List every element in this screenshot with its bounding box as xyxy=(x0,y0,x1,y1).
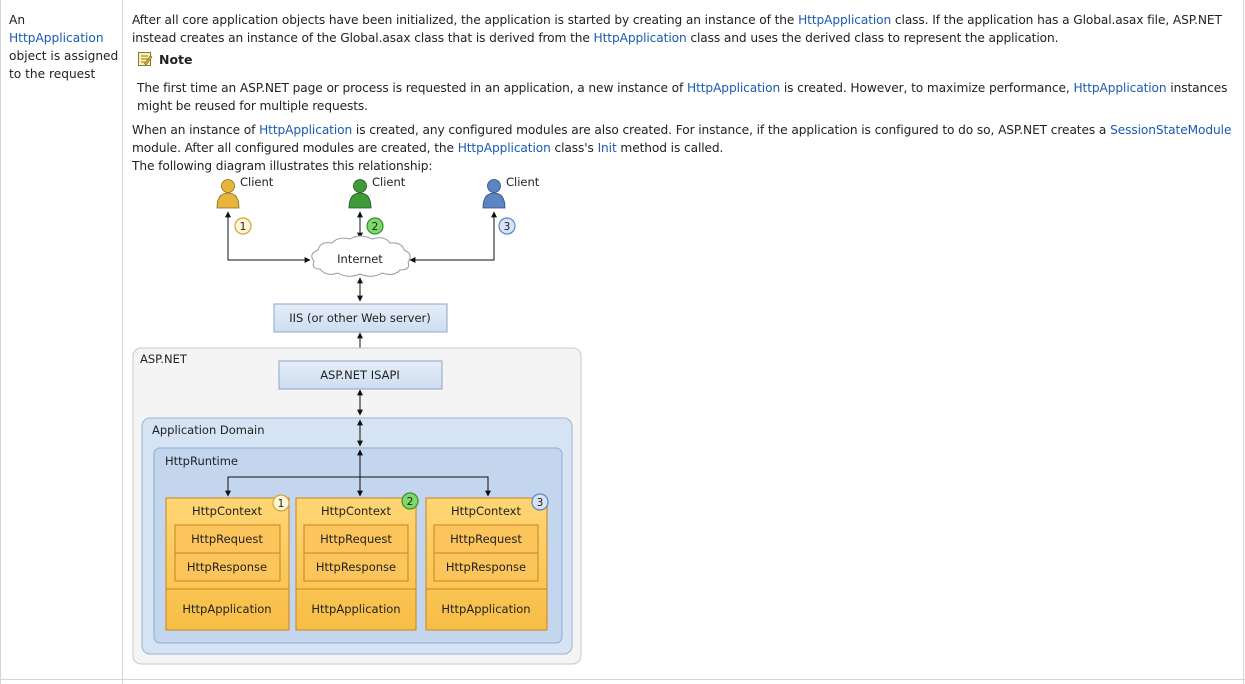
httpapplication-label: HttpApplication xyxy=(441,602,530,616)
paragraph-diagram-intro: The following diagram illustrates this r… xyxy=(132,159,433,173)
row-label-line1: object is assigned xyxy=(9,49,119,63)
row-label-line2: to the request xyxy=(9,67,96,81)
badge-number: 2 xyxy=(407,496,414,508)
httprequest-box xyxy=(174,524,281,554)
client-label: Client xyxy=(372,175,406,189)
request-stack-1: HttpContext HttpRequest HttpResponse Htt… xyxy=(165,494,290,631)
badge-number: 2 xyxy=(372,221,379,233)
table-border-left xyxy=(0,0,1,684)
text: is created, any configured modules are a… xyxy=(352,123,1111,137)
badge-number: 3 xyxy=(537,497,544,509)
row-label-prefix: An xyxy=(9,13,26,27)
httpapplication-label: HttpApplication xyxy=(182,602,271,616)
row-label-cell: An HttpApplication object is assigned to… xyxy=(9,11,121,83)
note-icon xyxy=(138,52,153,66)
httpapplication-link[interactable]: HttpApplication xyxy=(687,81,781,95)
httpapplication-label: HttpApplication xyxy=(311,602,400,616)
httpapplication-link[interactable]: HttpApplication xyxy=(798,13,892,27)
user-icon xyxy=(216,179,240,209)
column-divider xyxy=(122,0,123,684)
client-1: Client xyxy=(216,175,274,209)
iis-box: IIS (or other Web server) xyxy=(273,303,448,333)
sessionstatemodule-link[interactable]: SessionStateModule xyxy=(1110,123,1232,137)
appdomain-label: Application Domain xyxy=(152,423,265,437)
httpresponse-box xyxy=(303,552,409,582)
internet-cloud: Internet xyxy=(311,235,411,277)
badge-1 xyxy=(272,494,290,512)
client-label: Client xyxy=(240,175,274,189)
client-label: Client xyxy=(506,175,540,189)
request-stack-3: HttpContext HttpRequest HttpResponse Htt… xyxy=(425,493,549,631)
iis-label: IIS (or other Web server) xyxy=(289,311,431,325)
httpresponse-label: HttpResponse xyxy=(187,560,267,574)
text: module. After all configured modules are… xyxy=(132,141,458,155)
text: method is called. xyxy=(616,141,724,155)
note-body: The first time an ASP.NET page or proces… xyxy=(137,79,1235,115)
user-icon xyxy=(348,179,372,209)
note-title: Note xyxy=(159,51,193,67)
client-2: Client xyxy=(348,175,406,209)
init-link[interactable]: Init xyxy=(597,141,617,155)
httprequest-label: HttpRequest xyxy=(450,532,522,546)
httpresponse-label: HttpResponse xyxy=(316,560,396,574)
httpresponse-box xyxy=(433,552,539,582)
text: class. If the application has a Global.a… xyxy=(132,13,1222,45)
isapi-label: ASP.NET ISAPI xyxy=(320,368,400,382)
client-3: Client xyxy=(482,175,540,209)
badge-3: 3 xyxy=(498,217,516,235)
httpresponse-label: HttpResponse xyxy=(446,560,526,574)
paragraph-modules: When an instance of HttpApplication is c… xyxy=(132,121,1237,157)
httpapplication-link[interactable]: HttpApplication xyxy=(593,31,687,45)
aspnet-pipeline-diagram: Client Client Client 1 2 3 Internet xyxy=(132,175,582,665)
text: When an instance of xyxy=(132,123,260,137)
internet-label: Internet xyxy=(337,252,383,266)
text: After all core application objects have … xyxy=(132,13,799,27)
badge-2 xyxy=(401,492,419,510)
user-icon xyxy=(482,179,506,209)
httprequest-box xyxy=(303,524,409,554)
connector-runtime-stack3 xyxy=(360,476,491,497)
httpcontext-label: HttpContext xyxy=(451,504,522,518)
connector-runtime-stack1 xyxy=(225,476,360,497)
text: The first time an ASP.NET page or proces… xyxy=(137,81,688,95)
connector-client3-internet xyxy=(409,211,497,263)
httpapplication-link[interactable]: HttpApplication xyxy=(259,123,353,137)
text: instances might be reused for multiple r… xyxy=(137,81,1228,113)
httpresponse-box xyxy=(174,552,281,582)
connector-client1-internet xyxy=(225,211,311,263)
isapi-box: ASP.NET ISAPI xyxy=(278,360,443,390)
httpruntime-label: HttpRuntime xyxy=(165,454,238,468)
text: is created. However, to maximize perform… xyxy=(780,81,1074,95)
table-border-right xyxy=(1243,0,1244,684)
paragraph-startup: After all core application objects have … xyxy=(132,11,1237,47)
httpapplication-link[interactable]: HttpApplication xyxy=(1073,81,1167,95)
request-stack-2: HttpContext HttpRequest HttpResponse Htt… xyxy=(295,492,419,631)
badge-number: 3 xyxy=(504,221,511,233)
row-divider xyxy=(0,679,1245,680)
badge-number: 1 xyxy=(240,221,247,233)
text: class and uses the derived class to repr… xyxy=(686,31,1059,45)
text: class's xyxy=(550,141,598,155)
badge-number: 1 xyxy=(278,498,285,510)
badge-2: 2 xyxy=(366,217,384,235)
note-heading: Note xyxy=(137,51,193,67)
httprequest-box xyxy=(433,524,539,554)
httprequest-label: HttpRequest xyxy=(191,532,263,546)
httprequest-label: HttpRequest xyxy=(320,532,392,546)
httpcontext-label: HttpContext xyxy=(321,504,392,518)
httpcontext-label: HttpContext xyxy=(192,504,263,518)
httpapplication-link[interactable]: HttpApplication xyxy=(457,141,551,155)
httpapplication-link[interactable]: HttpApplication xyxy=(9,31,104,45)
badge-3 xyxy=(531,493,549,511)
aspnet-label: ASP.NET xyxy=(140,352,188,366)
badge-1: 1 xyxy=(234,217,252,235)
